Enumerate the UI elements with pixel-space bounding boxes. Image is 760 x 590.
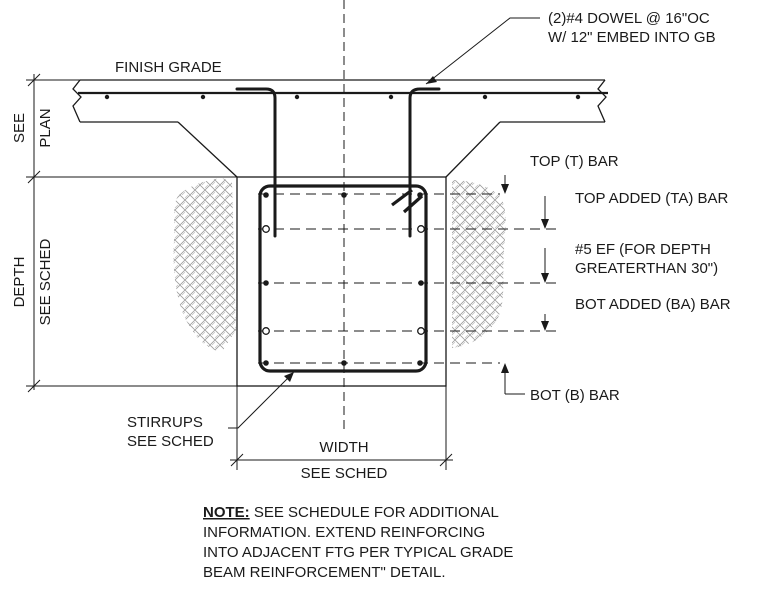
dowel-left bbox=[235, 87, 277, 238]
bot-added-bar-left bbox=[262, 327, 270, 335]
bot-added-bar-right bbox=[417, 327, 425, 335]
bot-bar-right bbox=[417, 360, 423, 366]
depth-see-sched-label: SEE SCHED bbox=[37, 238, 54, 325]
note-line4: BEAM REINFORCEMENT" DETAIL. bbox=[203, 564, 446, 581]
bot-bar-left bbox=[263, 360, 269, 366]
bot-added-bar-label: BOT ADDED (BA) BAR bbox=[575, 296, 731, 313]
note-line3: INTO ADJACENT FTG PER TYPICAL GRADE bbox=[203, 544, 513, 561]
bot-bar-label: BOT (B) BAR bbox=[530, 387, 620, 404]
ef-bar-right bbox=[418, 280, 424, 286]
width-label: WIDTH bbox=[319, 439, 368, 456]
soil-hatch-right bbox=[452, 180, 506, 348]
finish-grade-label: FINISH GRADE bbox=[115, 59, 222, 76]
depth-label: DEPTH bbox=[11, 257, 28, 308]
top-added-bar-label: TOP ADDED (TA) BAR bbox=[575, 190, 729, 207]
stirrup bbox=[258, 184, 428, 373]
ef-bar-left bbox=[263, 280, 269, 286]
note-heading: NOTE: bbox=[203, 504, 250, 521]
dowel-label-line1: (2)#4 DOWEL @ 16"OC bbox=[548, 10, 710, 27]
top-bar-right bbox=[417, 192, 423, 198]
note: NOTE: SEE SCHEDULE FOR ADDITIONAL bbox=[203, 504, 499, 521]
top-bar-left bbox=[263, 192, 269, 198]
bot-bar-mid bbox=[341, 360, 347, 366]
soil-hatch-left bbox=[173, 178, 236, 352]
see-plan-label-plan: PLAN bbox=[37, 108, 54, 147]
top-bar-mid bbox=[341, 192, 347, 198]
top-added-bar-left bbox=[262, 225, 270, 233]
stirrups-label-line2: SEE SCHED bbox=[127, 433, 214, 450]
width-dimension bbox=[230, 386, 453, 470]
ef-label-line1: #5 EF (FOR DEPTH bbox=[575, 241, 711, 258]
dowels bbox=[235, 87, 441, 238]
dowel-label-line2: W/ 12" EMBED INTO GB bbox=[548, 29, 716, 46]
see-plan-label-see: SEE bbox=[11, 113, 28, 143]
slab-reinforcement bbox=[78, 91, 608, 100]
top-bar-label: TOP (T) BAR bbox=[530, 153, 619, 170]
width-see-sched-label: SEE SCHED bbox=[301, 465, 388, 482]
concrete-outline bbox=[72, 79, 607, 387]
leader-arrowheads bbox=[284, 76, 549, 382]
ef-label-line2: GREATERTHAN 30") bbox=[575, 260, 718, 277]
note-line1: SEE SCHEDULE FOR ADDITIONAL bbox=[250, 504, 499, 521]
dowel-right bbox=[408, 87, 441, 238]
stirrups-label-line1: STIRRUPS bbox=[127, 414, 203, 431]
left-dimension bbox=[26, 73, 237, 393]
note-line2: INFORMATION. EXTEND REINFORCING bbox=[203, 524, 485, 541]
longitudinal-bars bbox=[262, 192, 425, 366]
top-added-bar-right bbox=[417, 225, 425, 233]
